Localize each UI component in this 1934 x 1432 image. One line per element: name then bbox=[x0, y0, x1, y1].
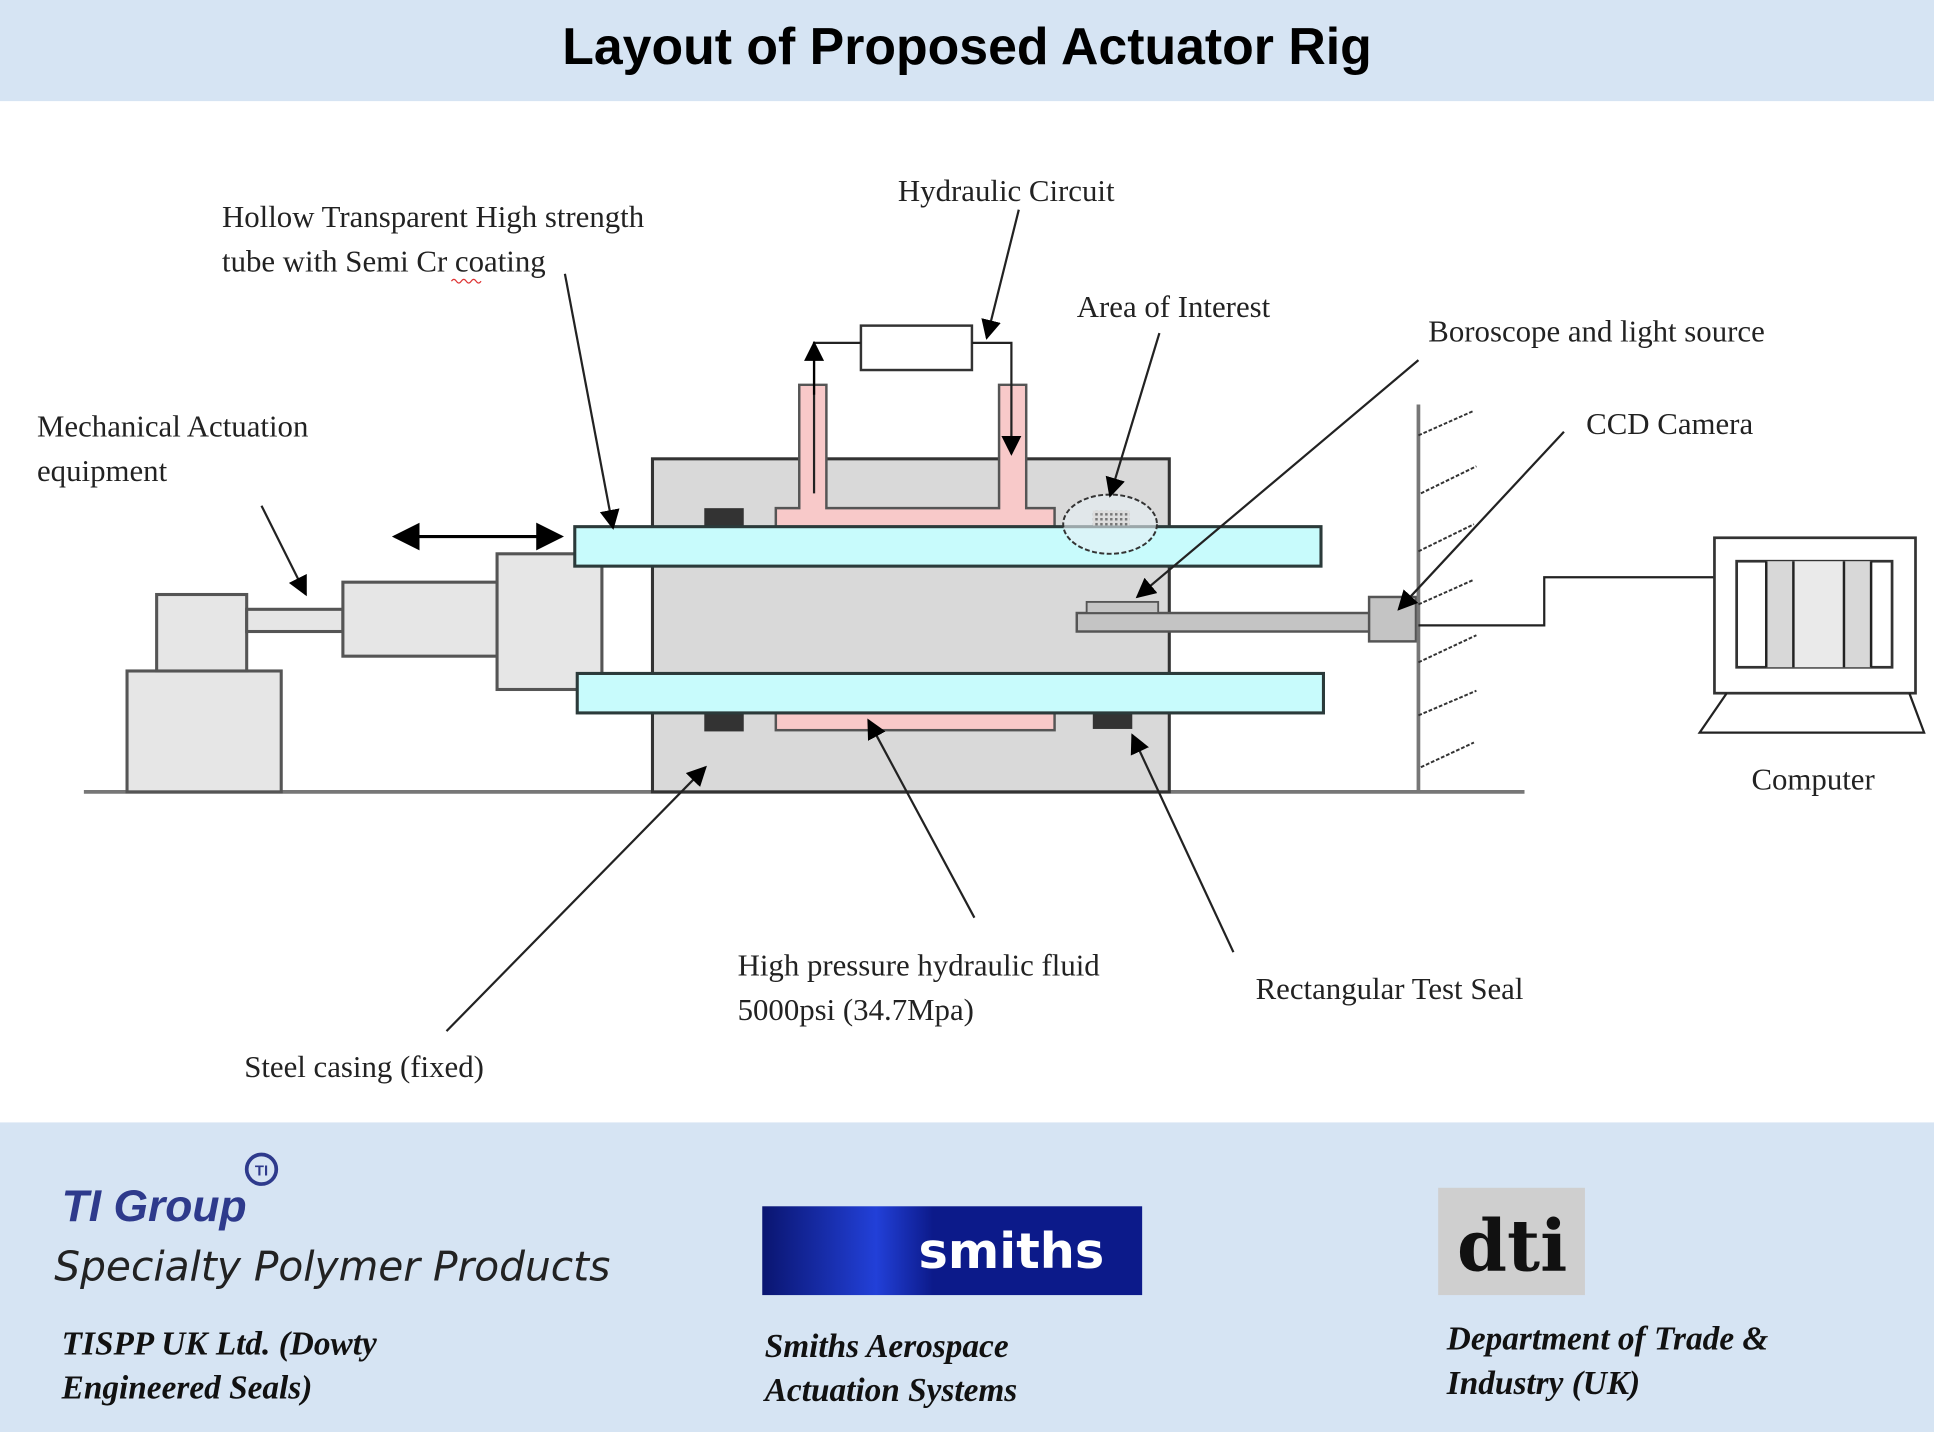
hydraulic-pump-box bbox=[859, 324, 974, 372]
area-of-interest-seal bbox=[1092, 510, 1130, 526]
leader-arrows bbox=[260, 209, 1565, 1032]
light-source bbox=[1085, 600, 1160, 614]
boroscope-leader bbox=[1135, 359, 1420, 599]
boroscope-rod bbox=[1075, 611, 1372, 633]
area-of-interest-label: Area of Interest bbox=[1077, 290, 1271, 324]
mechanical-label-2: equipment bbox=[37, 454, 168, 488]
ti-logo-line2: Specialty Polymer Products bbox=[54, 1242, 610, 1290]
tube-leader bbox=[563, 273, 620, 530]
mechanical-label-1: Mechanical Actuation bbox=[37, 410, 308, 444]
page-title: Layout of Proposed Actuator Rig bbox=[562, 17, 1372, 75]
computer-icon bbox=[1697, 536, 1926, 734]
test-seal-leader bbox=[1130, 733, 1235, 953]
mechanical-leader bbox=[260, 505, 307, 597]
seal-bottom-left bbox=[704, 712, 744, 732]
test-seal-label: Rectangular Test Seal bbox=[1256, 972, 1524, 1006]
dti-logo-text: dti bbox=[1457, 1203, 1567, 1287]
smiths-logo-text: smiths bbox=[919, 1222, 1105, 1280]
steel-casing-leader bbox=[445, 765, 707, 1032]
smiths-caption-1: Smiths Aerospace bbox=[765, 1328, 1009, 1365]
computer-label: Computer bbox=[1751, 762, 1874, 796]
spellcheck-squiggle bbox=[450, 278, 482, 284]
dti-logo: dti bbox=[1438, 1187, 1585, 1296]
ccd-camera bbox=[1367, 595, 1418, 643]
hydraulic-channel-top bbox=[774, 383, 1056, 528]
fluid-label-1: High pressure hydraulic fluid bbox=[738, 949, 1101, 983]
ti-caption-2: Engineered Seals) bbox=[61, 1370, 313, 1407]
ti-logo-line1: TI Group bbox=[62, 1182, 247, 1231]
ti-caption-1: TISPP UK Ltd. (Dowty bbox=[62, 1325, 377, 1362]
smiths-logo: smiths bbox=[762, 1206, 1143, 1296]
transparent-tube-bottom bbox=[575, 671, 1325, 715]
dti-caption-2: Industry (UK) bbox=[1446, 1365, 1640, 1402]
tube-label-1: Hollow Transparent High strength bbox=[222, 200, 644, 234]
flow-arrow-down bbox=[971, 341, 1022, 456]
fluid-label-2: 5000psi (34.7Mpa) bbox=[738, 993, 974, 1027]
seal-top-left bbox=[704, 508, 744, 527]
header-band bbox=[0, 0, 1934, 102]
tube-label-2: tube with Semi Cr coating bbox=[222, 244, 546, 278]
transparent-tube-top bbox=[573, 525, 1323, 568]
ti-group-logo: TI TI Group Specialty Polymer Products bbox=[54, 1152, 610, 1290]
smiths-caption-2: Actuation Systems bbox=[763, 1372, 1018, 1409]
dti-caption-1: Department of Trade & bbox=[1446, 1320, 1769, 1357]
wall-hatching bbox=[1417, 409, 1477, 769]
camera-cable bbox=[1418, 576, 1715, 627]
svg-text:TI: TI bbox=[255, 1163, 268, 1179]
mechanical-actuator bbox=[125, 552, 604, 794]
rectangular-test-seal bbox=[1092, 712, 1133, 729]
boroscope-label: Boroscope and light source bbox=[1428, 315, 1764, 349]
ccd-camera-leader bbox=[1397, 430, 1565, 611]
hydraulic-circuit-label: Hydraulic Circuit bbox=[898, 174, 1115, 208]
fluid-leader bbox=[867, 718, 976, 919]
area-of-interest-leader bbox=[1105, 332, 1161, 498]
hydraulic-circuit-leader bbox=[981, 209, 1020, 340]
ti-emblem-icon bbox=[244, 1152, 279, 1186]
ccd-camera-label: CCD Camera bbox=[1586, 407, 1753, 441]
steel-casing-label: Steel casing (fixed) bbox=[244, 1050, 484, 1084]
hydraulic-channel-bottom bbox=[774, 711, 1056, 732]
